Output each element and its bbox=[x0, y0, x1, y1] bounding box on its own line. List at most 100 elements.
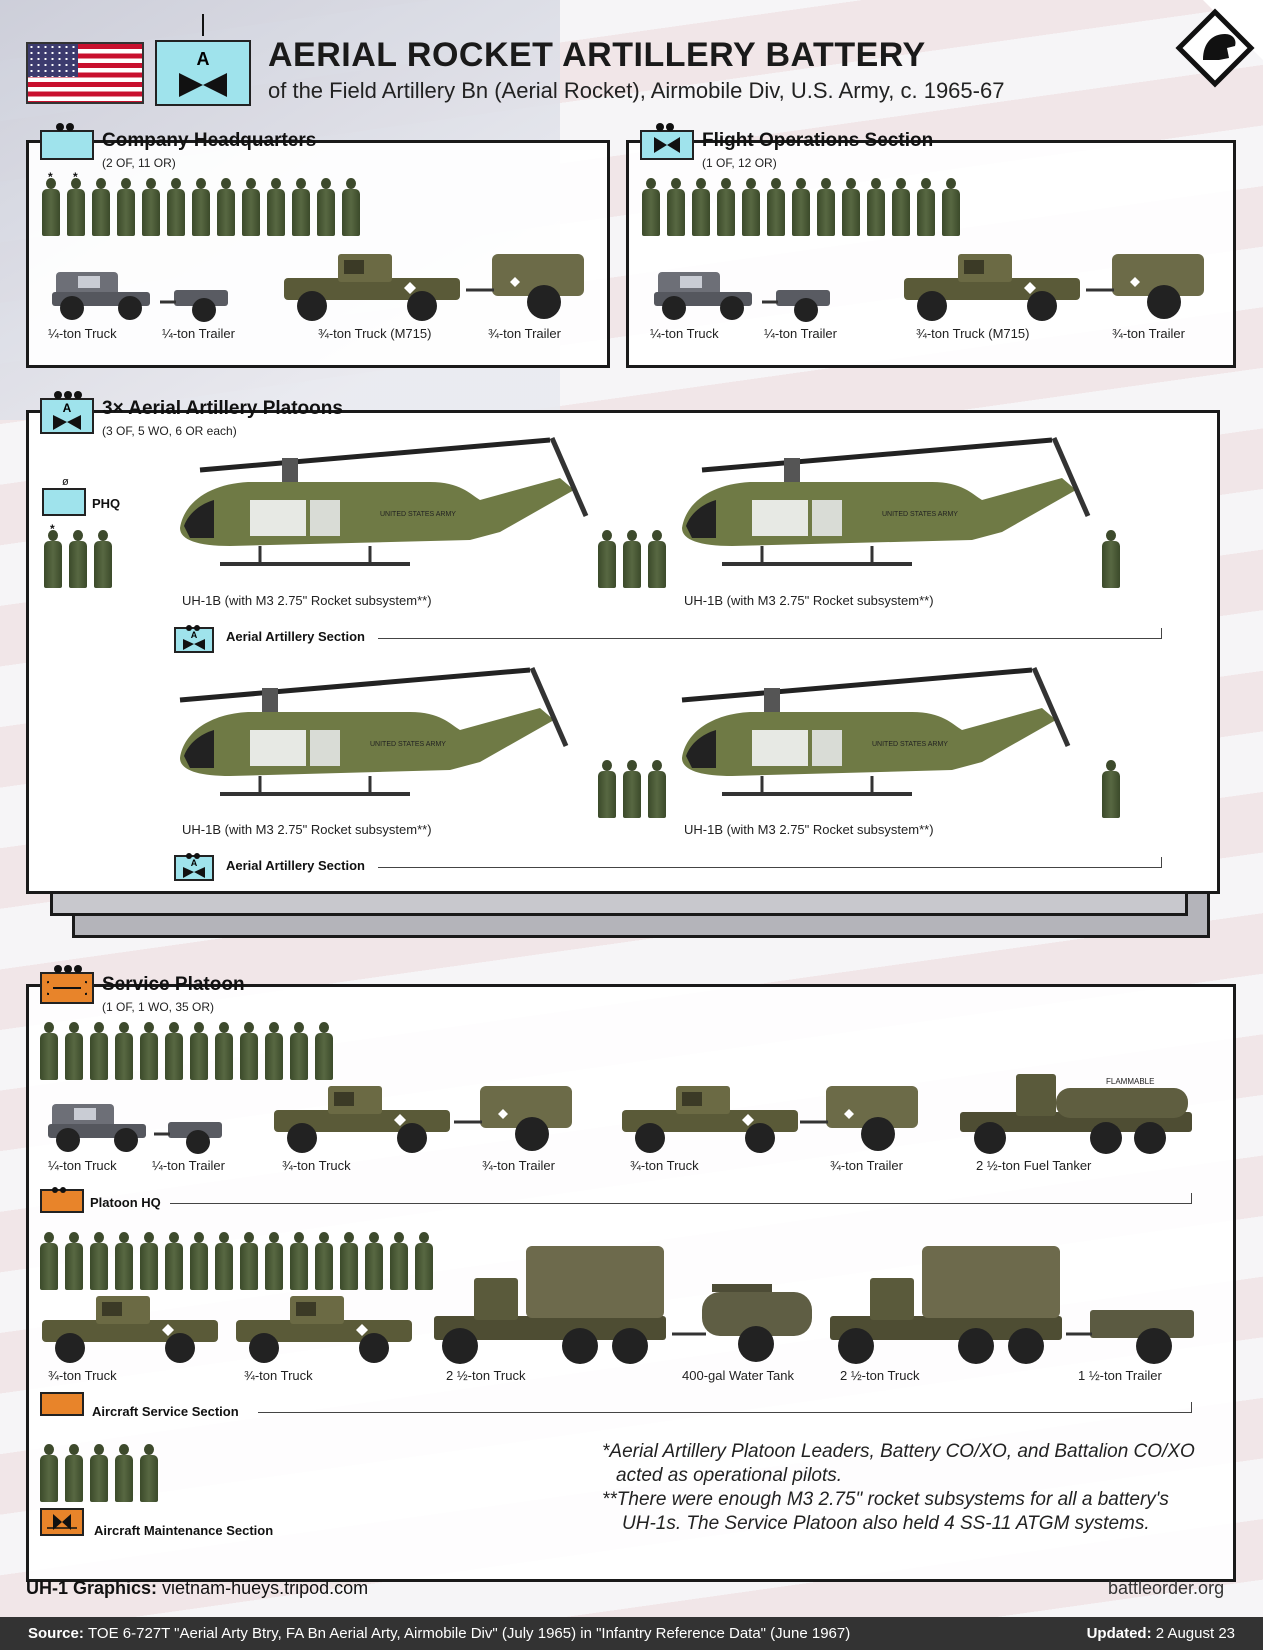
source-text: TOE 6-727T "Aerial Arty Btry, FA Bn Aeri… bbox=[88, 1625, 851, 1642]
svg-text:FLAMMABLE: FLAMMABLE bbox=[1106, 1077, 1154, 1086]
quarter-ton-trailer-icon bbox=[160, 290, 228, 322]
water-tank-trailer-icon bbox=[672, 1284, 812, 1362]
vehicle-caption: 400-gal Water Tank bbox=[682, 1368, 795, 1383]
section-bracket-end bbox=[1191, 1193, 1192, 1203]
quarter-ton-trailer-icon bbox=[762, 290, 830, 322]
vehicle-caption: 2 ½-ton Fuel Tanker bbox=[976, 1158, 1092, 1173]
vehicle-caption: ¼-ton Truck bbox=[48, 1158, 117, 1173]
svg-text:A: A bbox=[63, 401, 72, 415]
two-half-ton-cargo-truck-icon bbox=[434, 1246, 666, 1364]
soldier-figure bbox=[138, 1022, 160, 1080]
soldier-figure bbox=[213, 1232, 235, 1290]
maintenance-bowtie-icon bbox=[47, 1514, 77, 1530]
three-quarter-ton-truck-icon bbox=[622, 1086, 798, 1153]
platoon-hq-label: Platoon HQ bbox=[90, 1195, 161, 1210]
soldier-figure bbox=[88, 1022, 110, 1080]
aircraft-maintenance-label: Aircraft Maintenance Section bbox=[94, 1523, 274, 1538]
helicopter-caption: UH-1B (with M3 2.75" Rocket subsystem**) bbox=[684, 593, 934, 608]
soldier-figure bbox=[740, 178, 762, 236]
uh-1b-helicopter-icon: UNITED STATES ARMY bbox=[682, 437, 1091, 566]
service-hq-personnel bbox=[38, 1022, 335, 1080]
source-footer: Source: TOE 6-727T "Aerial Arty Btry, FA… bbox=[0, 1617, 1263, 1650]
aircraft-service-label: Aircraft Service Section bbox=[92, 1404, 239, 1419]
soldier-figure bbox=[163, 1022, 185, 1080]
uh-1b-helicopter-icon: UNITED STATES ARMY bbox=[681, 667, 1071, 796]
us-flag-icon bbox=[26, 42, 144, 104]
quarter-ton-truck-icon bbox=[48, 1104, 146, 1152]
helicopter-caption: UH-1B (with M3 2.75" Rocket subsystem**) bbox=[684, 822, 934, 837]
soldier-figure bbox=[790, 178, 812, 236]
soldier-figure bbox=[1100, 760, 1122, 818]
footnotes: *Aerial Artillery Platoon Leaders, Batte… bbox=[602, 1440, 1222, 1536]
vehicle-caption: ¾-ton Trailer bbox=[488, 326, 561, 341]
soldier-figure bbox=[63, 1444, 85, 1502]
soldier-figure bbox=[188, 1232, 210, 1290]
soldier-figure bbox=[765, 178, 787, 236]
artillery-bowtie-icon: A bbox=[183, 858, 205, 878]
soldier-figure bbox=[190, 178, 212, 236]
graphics-credit-link[interactable]: vietnam-hueys.tripod.com bbox=[162, 1578, 369, 1598]
soldier-figure bbox=[665, 178, 687, 236]
maintenance-wrench-icon bbox=[47, 981, 87, 995]
vehicle-caption: ¼-ton Truck bbox=[650, 326, 719, 341]
artillery-bowtie-icon: A bbox=[183, 630, 205, 650]
aircrew-figures bbox=[1100, 760, 1122, 818]
aircraft-service-personnel bbox=[38, 1232, 435, 1290]
three-quarter-ton-trailer-icon bbox=[466, 254, 584, 319]
artillery-bowtie-icon: A bbox=[179, 49, 227, 97]
vehicle-caption: ¼-ton Truck bbox=[48, 326, 117, 341]
soldier-figure bbox=[646, 530, 668, 588]
soldier-figure bbox=[165, 178, 187, 236]
one-half-ton-trailer-icon bbox=[1066, 1310, 1194, 1364]
soldier-figure bbox=[263, 1232, 285, 1290]
section-bracket-end bbox=[1161, 857, 1162, 867]
three-quarter-ton-trailer-icon bbox=[800, 1086, 918, 1151]
flight-ops-personnel bbox=[640, 178, 962, 236]
svg-text:UNITED STATES ARMY: UNITED STATES ARMY bbox=[370, 741, 446, 748]
soldier-figure bbox=[940, 178, 962, 236]
section-label: Aerial Artillery Section bbox=[226, 858, 365, 873]
company-hq-symbol bbox=[40, 118, 94, 160]
soldier-figure bbox=[238, 1232, 260, 1290]
soldier-figure bbox=[213, 1022, 235, 1080]
page-title: AERIAL ROCKET ARTILLERY BATTERY bbox=[268, 36, 926, 74]
soldier-figure bbox=[596, 760, 618, 818]
m715-truck-icon bbox=[284, 254, 460, 321]
three-quarter-ton-trailer-icon bbox=[1086, 254, 1204, 319]
quarter-ton-truck-icon bbox=[654, 272, 752, 320]
section-bracket-line bbox=[378, 867, 1162, 868]
soldier-figure bbox=[38, 1232, 60, 1290]
soldier-figure bbox=[363, 1232, 385, 1290]
aircraft-maintenance-personnel bbox=[38, 1444, 160, 1502]
aircrew-figures bbox=[596, 760, 668, 818]
soldier-figure bbox=[640, 178, 662, 236]
vehicle-caption: ¾-ton Trailer bbox=[830, 1158, 903, 1173]
site-credit[interactable]: battleorder.org bbox=[1108, 1578, 1225, 1598]
vehicle-caption: ¾-ton Truck (M715) bbox=[916, 326, 1030, 341]
soldier-figure bbox=[840, 178, 862, 236]
three-quarter-ton-trailer-icon bbox=[454, 1086, 572, 1151]
soldier-figure bbox=[865, 178, 887, 236]
soldier-figure bbox=[265, 178, 287, 236]
svg-text:A: A bbox=[191, 630, 198, 640]
service-platoon-title: Service Platoon bbox=[102, 974, 245, 995]
footnote-line: UH-1s. The Service Platoon also held 4 S… bbox=[622, 1513, 1150, 1534]
platoons-strength: (3 OF, 5 WO, 6 OR each) bbox=[102, 424, 237, 438]
three-quarter-ton-truck-icon bbox=[42, 1296, 218, 1363]
soldier-figure bbox=[140, 178, 162, 236]
page-subtitle: of the Field Artillery Bn (Aerial Rocket… bbox=[268, 78, 1005, 103]
aircraft-maintenance-symbol bbox=[40, 1508, 84, 1536]
flight-ops-strength: (1 OF, 12 OR) bbox=[702, 156, 777, 170]
vehicle-caption: ¾-ton Truck bbox=[282, 1158, 351, 1173]
soldier-figure bbox=[621, 530, 643, 588]
soldier-figure bbox=[288, 1022, 310, 1080]
source-label: Source: bbox=[28, 1625, 84, 1642]
soldier-figure bbox=[92, 530, 114, 588]
soldier-figure bbox=[163, 1232, 185, 1290]
soldier-figure bbox=[113, 1444, 135, 1502]
company-hq-title: Company Headquarters bbox=[102, 130, 317, 151]
section-bracket-line bbox=[378, 638, 1162, 639]
bowtie-icon bbox=[654, 137, 680, 153]
soldier-figure bbox=[38, 1022, 60, 1080]
soldier-figure bbox=[646, 760, 668, 818]
